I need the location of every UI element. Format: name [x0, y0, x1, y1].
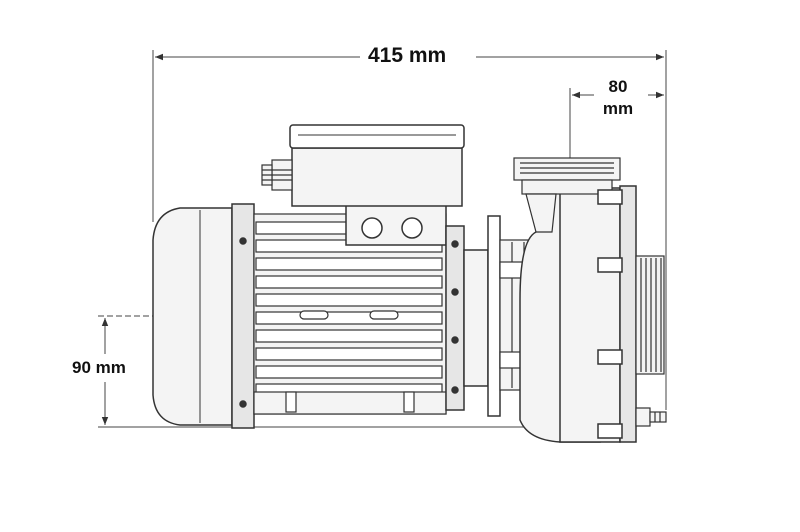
outlet-offset-value: 80	[608, 77, 628, 96]
cable-gland	[261, 159, 293, 191]
pump-housing	[519, 187, 621, 443]
outlet-offset-label: 80 mm	[594, 76, 642, 120]
motor-fan-cover	[152, 207, 233, 426]
drain-plug	[635, 407, 667, 427]
outlet-offset-unit: mm	[602, 99, 634, 118]
threaded-outlet	[635, 255, 665, 375]
overall-length-label: 415 mm	[364, 44, 451, 68]
motor-front-flange	[445, 215, 501, 417]
pump-front-cover	[597, 185, 637, 443]
dimension-overall-length	[152, 50, 667, 410]
suction-port	[513, 157, 621, 233]
motor-end-flange	[231, 203, 255, 429]
terminal-box	[289, 124, 465, 246]
shaft-height-label: 90 mm	[72, 358, 126, 377]
